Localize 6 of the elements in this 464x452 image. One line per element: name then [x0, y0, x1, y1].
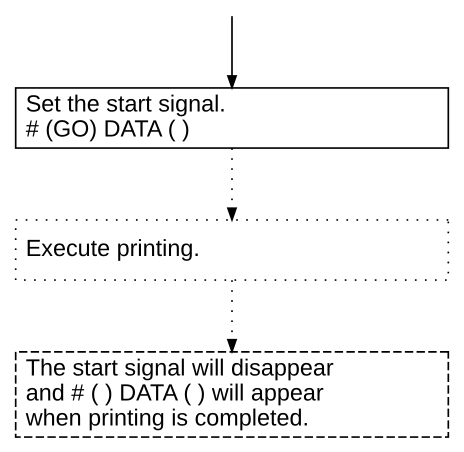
node-box: Set the start signal. # (GO) DATA ( )	[14, 87, 450, 149]
arrow	[226, 148, 238, 222]
node-box: Execute printing.	[14, 219, 450, 281]
arrow	[226, 16, 238, 90]
arrow	[226, 280, 238, 354]
node-box: The start signal will disappear and # ( ) DATA ( ) will appear when printing is completed.	[14, 351, 450, 438]
